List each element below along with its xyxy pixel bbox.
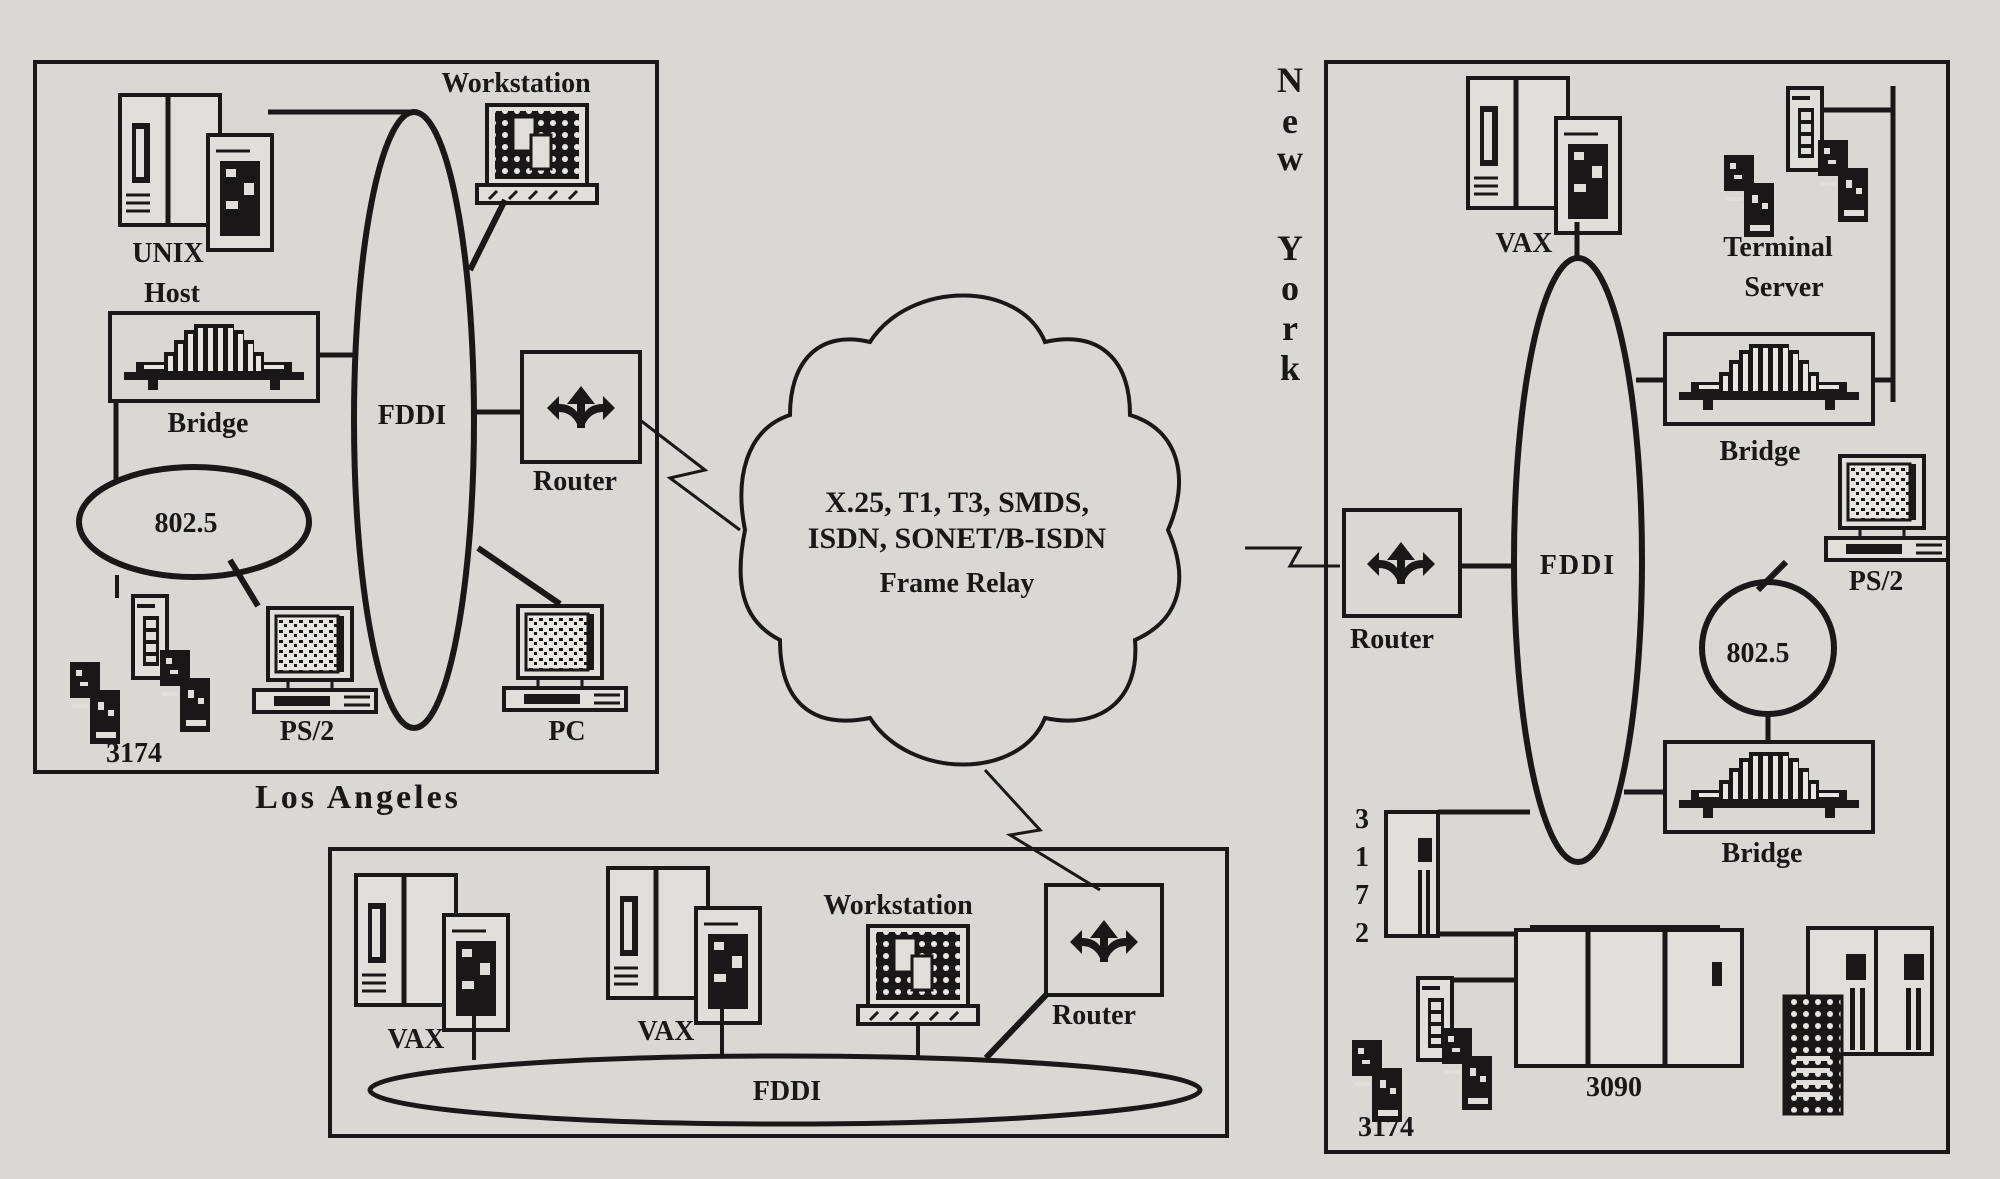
site-name-new-york: N e w Y o r k [1277, 60, 1303, 388]
router-label: Router [533, 466, 617, 497]
bridge-icon [1679, 344, 1859, 410]
wan-technologies-line-1: X.25, T1, T3, SMDS, [825, 486, 1089, 519]
terminal-icon [160, 650, 210, 732]
router-label: Router [1052, 1000, 1136, 1031]
site-name-los-angeles: Los Angeles [255, 779, 461, 816]
router-box [1044, 883, 1164, 997]
bridge-label: Bridge [168, 408, 249, 439]
controller-3174-label: 3174 [106, 738, 162, 769]
label-digit: 3 [1355, 804, 1369, 835]
bridge-box [1663, 740, 1875, 834]
site-name-letter: r [1282, 308, 1298, 348]
ps2-label: PS/2 [280, 716, 334, 747]
site-name-letter: w [1277, 138, 1303, 178]
pc-label: PC [548, 716, 585, 747]
site-boundary [328, 847, 1229, 1138]
vax-icon [1468, 78, 1620, 233]
pc-icon [502, 604, 628, 712]
wan-link-third-site [983, 768, 1101, 892]
site-boundary [1324, 60, 1950, 1154]
terminal-icon [1352, 1040, 1402, 1122]
controller-3174-label: 3174 [1358, 1112, 1414, 1143]
fddi-label: FDDI [753, 1076, 821, 1107]
label-digit: 7 [1355, 880, 1369, 911]
vax-icon [608, 868, 760, 1023]
router-label: Router [1350, 624, 1434, 655]
workstation-label: Workstation [441, 68, 591, 99]
site-name-letter: N [1277, 60, 1303, 100]
label-digit: 2 [1355, 918, 1369, 949]
site-boundary [33, 60, 659, 774]
unix-host-label-2: Host [144, 278, 201, 309]
mainframe-3090-icon [1514, 925, 1744, 1068]
terminal-icon [70, 662, 120, 744]
token-ring [76, 464, 312, 580]
terminal-icon [1724, 155, 1774, 237]
ps2-icon [1824, 454, 1950, 562]
router-box [1342, 508, 1462, 618]
vax-label: VAX [1495, 228, 1552, 259]
fddi-label: FDDI [1540, 550, 1616, 581]
router-icon [547, 386, 615, 428]
unix-host-label-1: UNIX [132, 238, 204, 269]
site-third: FDDI VAX VAX Workstation Router [328, 847, 1229, 1138]
router-icon [1367, 542, 1435, 584]
terminal-server-icon [1786, 86, 1824, 172]
wan-technologies-line-2: ISDN, SONET/B-ISDN [808, 522, 1107, 555]
bridge-icon [1679, 752, 1859, 818]
storage-device-icon [1782, 926, 1934, 1116]
router-icon [1070, 920, 1138, 962]
token-ring-label: 802.5 [1727, 638, 1790, 669]
ps2-label: PS/2 [1849, 566, 1903, 597]
bridge-icon [124, 324, 304, 390]
wan-link-ny [1245, 546, 1340, 568]
bridge-label: Bridge [1720, 436, 1801, 467]
site-name-letter: Y [1277, 228, 1303, 268]
label-digit: 1 [1355, 842, 1369, 873]
unix-host-icon [120, 95, 272, 250]
site-los-angeles: FDDI UNIX Host Workstation Bridge Router… [33, 60, 659, 816]
terminal-server-label-2: Server [1744, 272, 1823, 303]
router-box [520, 350, 642, 464]
controller-3172-icon [1384, 810, 1440, 938]
terminal-server-label-1: Terminal [1723, 232, 1833, 263]
fddi-label: FDDI [378, 400, 446, 431]
terminal-icon [1818, 140, 1868, 222]
wan-cloud: X.25, T1, T3, SMDS, ISDN, SONET/B-ISDN F… [738, 293, 1182, 767]
wan-link-la [639, 418, 741, 532]
workstation-icon [475, 103, 599, 205]
vax-label: VAX [387, 1024, 444, 1055]
fddi-ring [351, 109, 477, 731]
wan-technologies-line-3: Frame Relay [880, 568, 1035, 599]
ps2-icon [252, 606, 378, 714]
site-name-letter: k [1280, 348, 1300, 388]
site-name-letter: o [1281, 268, 1299, 308]
controller-3172-label: 3 1 7 2 [1355, 804, 1369, 949]
site-name-letter: e [1282, 101, 1298, 141]
token-ring-label: 802.5 [155, 508, 218, 539]
fddi-ring [367, 1053, 1203, 1127]
terminal-icon [1442, 1028, 1492, 1110]
bridge-label: Bridge [1722, 838, 1803, 869]
vax-icon [356, 875, 508, 1030]
workstation-label: Workstation [823, 890, 973, 921]
workstation-icon [856, 924, 980, 1026]
vax-label: VAX [637, 1016, 694, 1047]
site-new-york: N e w Y o r k FDDI VAX Terminal Server B… [1277, 60, 1950, 1154]
mainframe-3090-label: 3090 [1586, 1072, 1642, 1103]
